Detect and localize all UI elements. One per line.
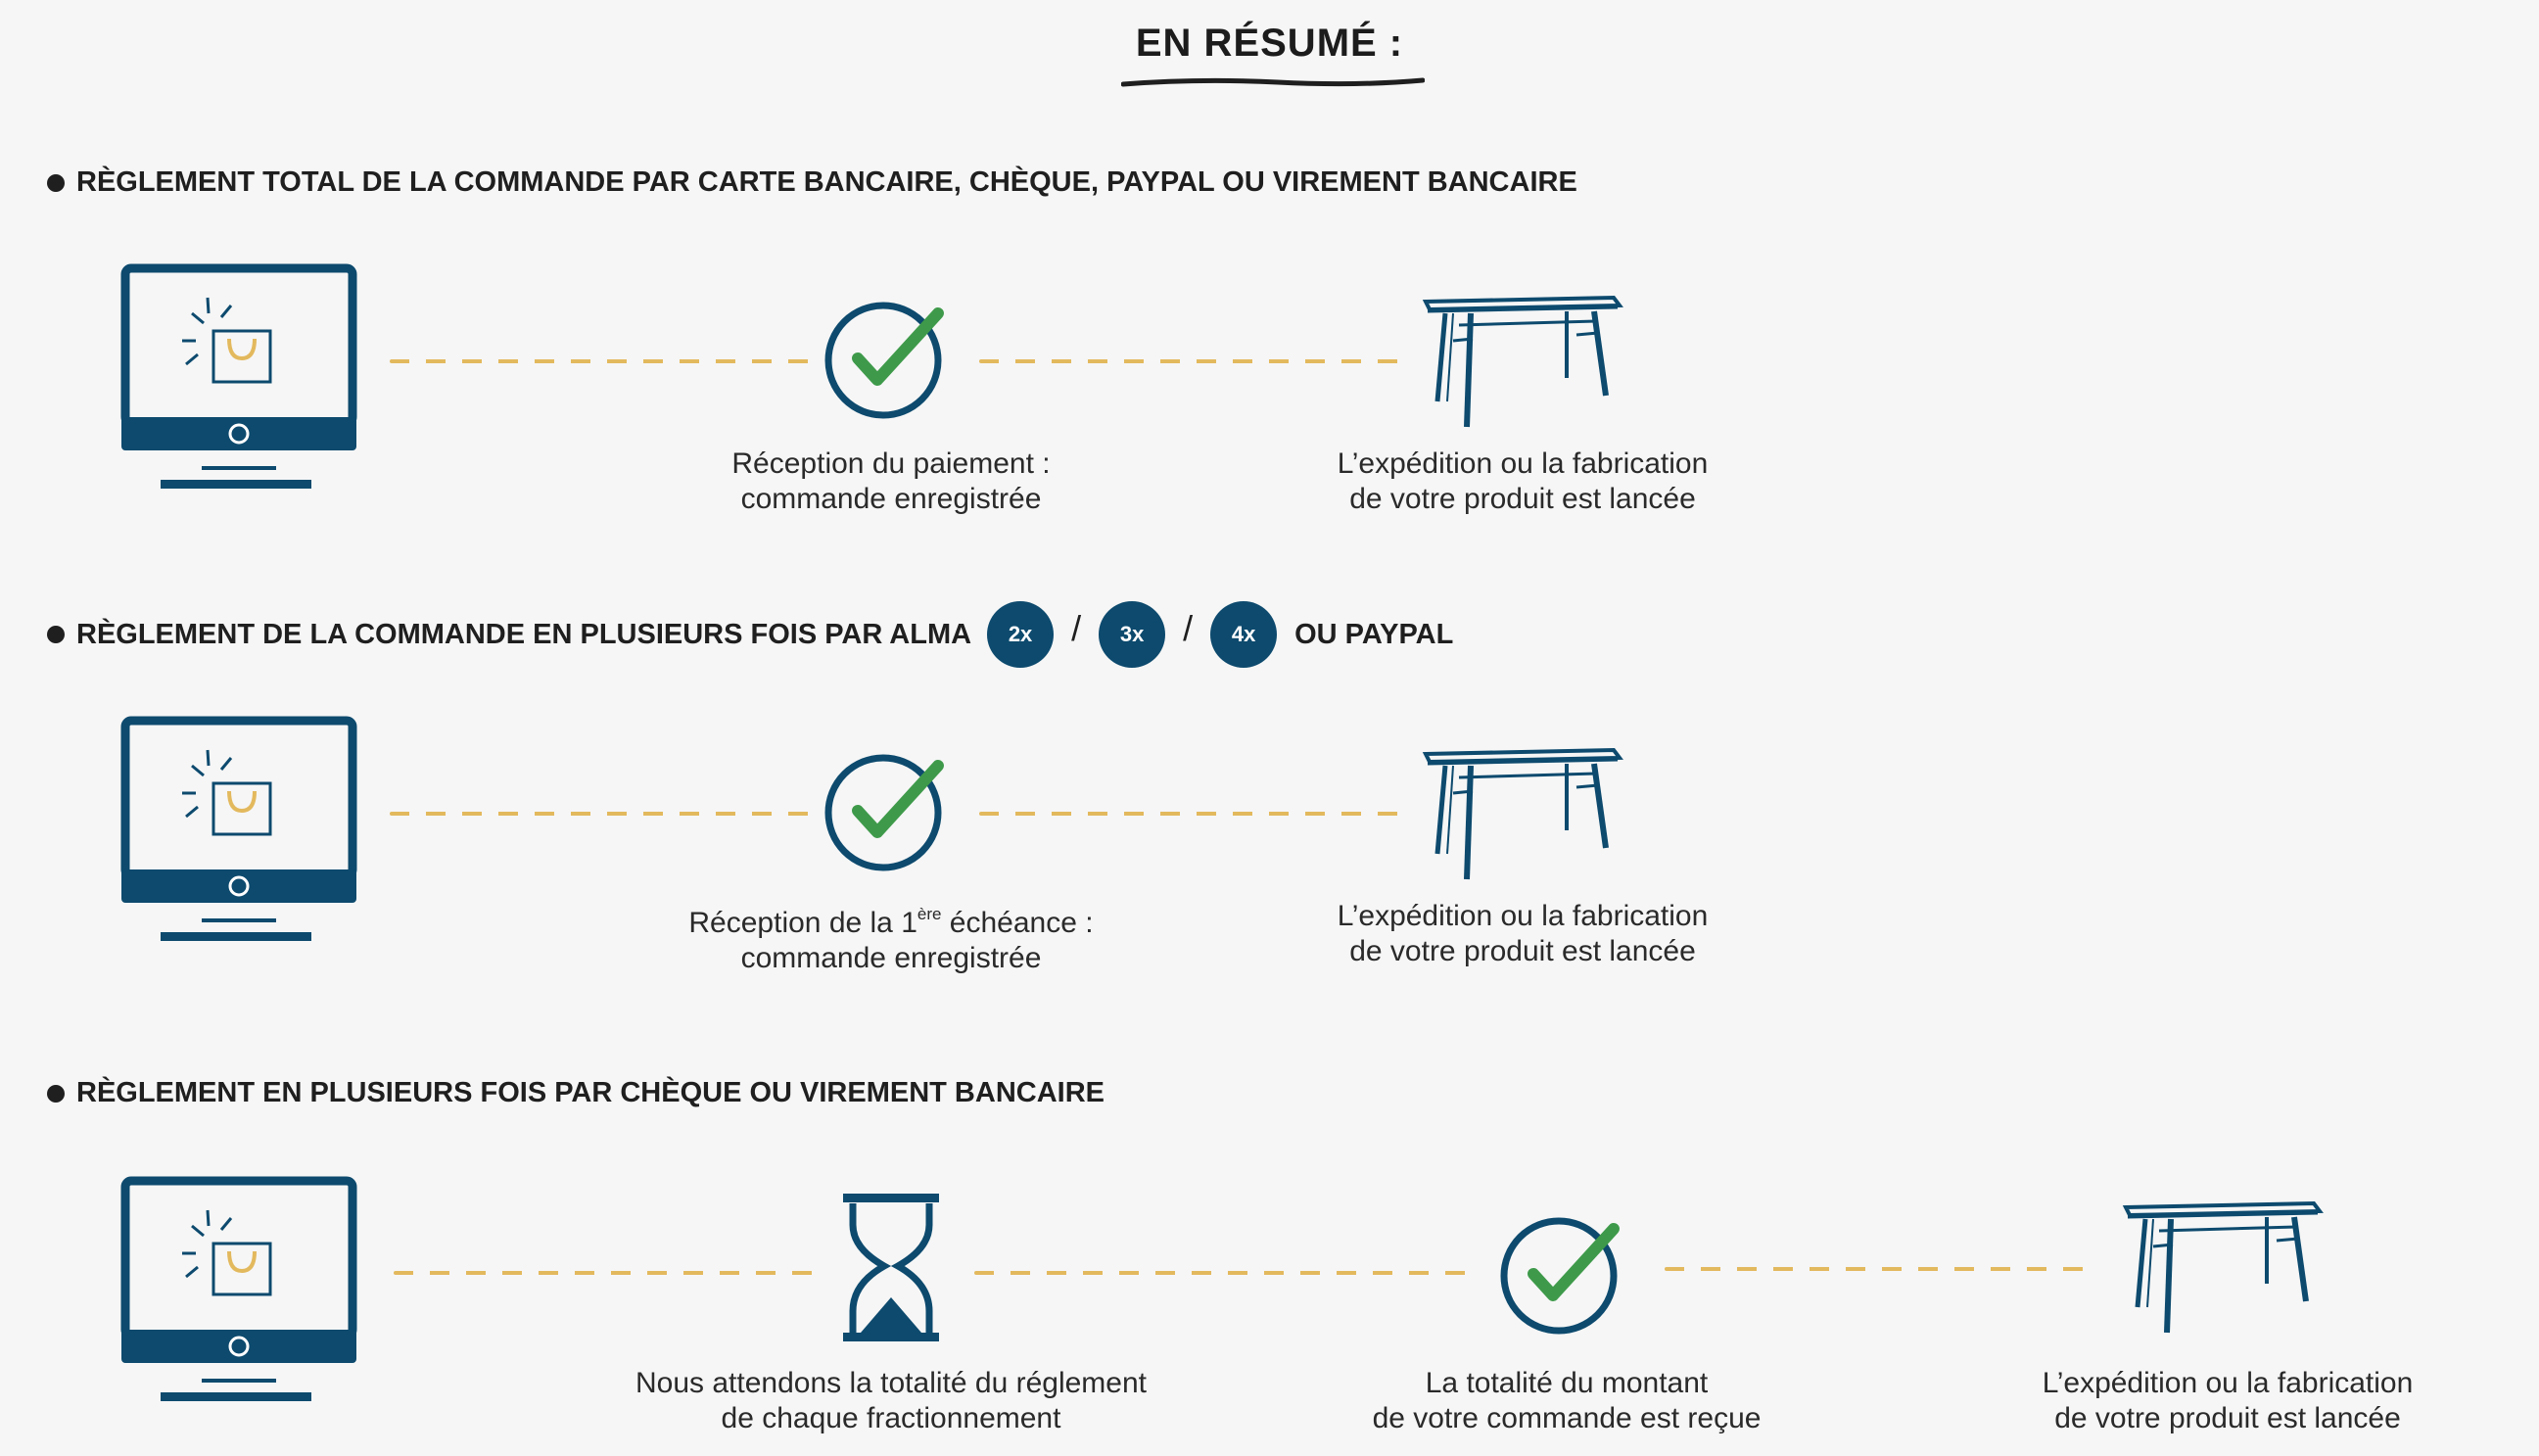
caption-line: de votre produit est lancée (1349, 935, 1696, 967)
hourglass-icon (837, 1190, 945, 1346)
computer-shopping-bag-icon (118, 715, 362, 950)
separator: / (1071, 608, 1082, 648)
badge-4x: 4x (1210, 601, 1278, 668)
caption-superscript: ère (917, 905, 942, 923)
dashed-connector (394, 1271, 815, 1275)
caption-line: Réception du paiement : (731, 447, 1051, 480)
caption-line: Réception de la 1ère échéance : (612, 899, 1170, 941)
bullet-icon (47, 626, 65, 643)
checkmark-icon (823, 294, 950, 421)
dashed-connector (390, 359, 811, 363)
caption-line: L’expédition ou la fabrication (1337, 900, 1709, 932)
checkmark-icon (823, 746, 950, 873)
caption-line: Nous attendons la totalité du réglement (635, 1367, 1147, 1399)
desk-icon (2120, 1190, 2326, 1337)
caption-text: Réception de la 1 (688, 907, 917, 939)
step-caption: L’expédition ou la fabrication de votre … (1244, 446, 1802, 517)
step-caption: La totalité du montant de votre commande… (1273, 1366, 1860, 1436)
caption-line: de votre produit est lancée (2054, 1402, 2401, 1434)
badge-3x: 3x (1099, 601, 1166, 668)
separator: / (1183, 608, 1194, 648)
computer-shopping-bag-icon (118, 262, 362, 497)
dashed-connector (974, 1271, 1474, 1275)
caption-line: de votre commande est reçue (1372, 1402, 1762, 1434)
step-caption: Nous attendons la totalité du réglement … (568, 1366, 1214, 1436)
caption-line: L’expédition ou la fabrication (2042, 1367, 2414, 1399)
caption-text: échéance : (941, 907, 1094, 939)
step-caption: L’expédition ou la fabrication de votre … (1949, 1366, 2507, 1436)
caption-line: commande enregistrée (740, 942, 1042, 974)
desk-icon (1420, 284, 1625, 431)
section-3-heading: RÈGLEMENT EN PLUSIEURS FOIS PAR CHÈQUE O… (47, 1077, 1105, 1109)
dashed-connector (979, 812, 1400, 816)
title-underline (1121, 76, 1425, 90)
section-2-heading-text: RÈGLEMENT DE LA COMMANDE EN PLUSIEURS FO… (76, 618, 972, 650)
page-title: EN RÉSUMÉ : (1135, 22, 1404, 65)
step-caption: Réception du paiement : commande enregis… (612, 446, 1170, 517)
bullet-icon (47, 173, 65, 192)
section-2-heading: RÈGLEMENT DE LA COMMANDE EN PLUSIEURS FO… (47, 601, 1453, 668)
checkmark-icon (1498, 1209, 1625, 1337)
dashed-connector (979, 359, 1400, 363)
step-caption: Réception de la 1ère échéance : commande… (612, 899, 1170, 976)
bullet-icon (47, 1084, 65, 1103)
section-3-heading-text: RÈGLEMENT EN PLUSIEURS FOIS PAR CHÈQUE O… (76, 1077, 1105, 1108)
caption-line: La totalité du montant (1425, 1367, 1709, 1399)
section-1-heading-text: RÈGLEMENT TOTAL DE LA COMMANDE PAR CARTE… (76, 166, 1577, 198)
caption-line: de chaque fractionnement (721, 1402, 1061, 1434)
dashed-connector (1665, 1267, 2086, 1271)
section-1-heading: RÈGLEMENT TOTAL DE LA COMMANDE PAR CARTE… (47, 166, 1577, 199)
desk-icon (1420, 736, 1625, 883)
caption-line: de votre produit est lancée (1349, 483, 1696, 515)
badge-2x: 2x (987, 601, 1055, 668)
computer-shopping-bag-icon (118, 1175, 362, 1410)
caption-line: commande enregistrée (740, 483, 1042, 515)
dashed-connector (390, 812, 811, 816)
section-2-heading-suffix: OU PAYPAL (1294, 618, 1454, 650)
caption-line: L’expédition ou la fabrication (1337, 447, 1709, 480)
step-caption: L’expédition ou la fabrication de votre … (1244, 899, 1802, 969)
